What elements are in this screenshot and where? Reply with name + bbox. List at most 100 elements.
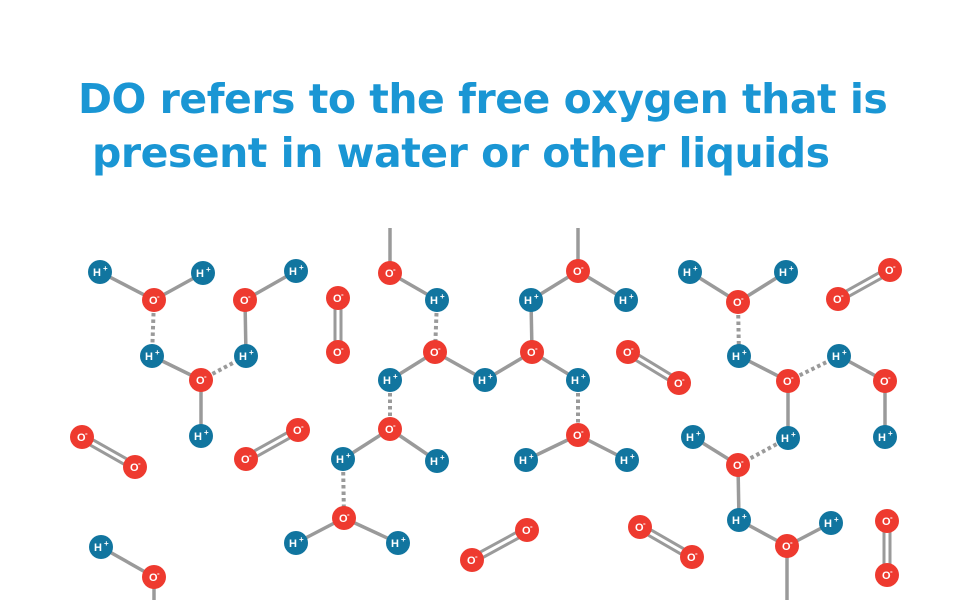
svg-text:O: O xyxy=(130,462,139,474)
svg-text:+: + xyxy=(842,348,847,357)
svg-text:-: - xyxy=(347,510,350,519)
hydrogen-atom: H+ xyxy=(774,260,798,284)
svg-text:+: + xyxy=(440,453,445,462)
svg-text:H: H xyxy=(289,266,297,278)
svg-text:-: - xyxy=(393,421,396,430)
oxygen-atom: O- xyxy=(680,545,704,569)
svg-text:O: O xyxy=(522,525,531,537)
svg-text:-: - xyxy=(530,522,533,531)
svg-text:+: + xyxy=(393,372,398,381)
svg-text:-: - xyxy=(581,427,584,436)
hydrogen-atom: H+ xyxy=(191,261,215,285)
hydrogen-atom: H+ xyxy=(615,448,639,472)
oxygen-atom: O- xyxy=(378,261,402,285)
oxygen-atom: O- xyxy=(566,423,590,447)
svg-text:-: - xyxy=(248,292,251,301)
svg-text:+: + xyxy=(204,428,209,437)
svg-text:O: O xyxy=(430,347,439,359)
svg-text:+: + xyxy=(581,372,586,381)
svg-text:-: - xyxy=(695,549,698,558)
hydrogen-atom: H+ xyxy=(425,449,449,473)
svg-text:-: - xyxy=(741,457,744,466)
oxygen-atom: O- xyxy=(776,369,800,393)
svg-text:+: + xyxy=(791,430,796,439)
hydrogen-atom: H+ xyxy=(873,425,897,449)
hydrogen-atom: H+ xyxy=(425,288,449,312)
oxygen-atom: O- xyxy=(378,417,402,441)
svg-text:H: H xyxy=(686,432,694,444)
svg-text:-: - xyxy=(249,451,252,460)
hydrogen-atom: H+ xyxy=(566,368,590,392)
hydrogen-atom: H+ xyxy=(678,260,702,284)
oxygen-atom: O- xyxy=(873,369,897,393)
svg-text:+: + xyxy=(299,535,304,544)
svg-text:O: O xyxy=(385,424,394,436)
svg-text:H: H xyxy=(289,538,297,550)
svg-text:+: + xyxy=(206,265,211,274)
svg-text:-: - xyxy=(204,372,207,381)
oxygen-atom: O- xyxy=(875,509,899,533)
svg-text:-: - xyxy=(341,290,344,299)
svg-text:-: - xyxy=(791,373,794,382)
oxygen-atom: O- xyxy=(726,290,750,314)
hydrogen-atom: H+ xyxy=(378,368,402,392)
svg-text:H: H xyxy=(732,351,740,363)
svg-text:H: H xyxy=(732,515,740,527)
svg-text:O: O xyxy=(674,378,683,390)
hydrogen-atom: H+ xyxy=(284,531,308,555)
svg-text:H: H xyxy=(430,456,438,468)
svg-text:-: - xyxy=(631,344,634,353)
svg-text:+: + xyxy=(789,264,794,273)
svg-text:+: + xyxy=(249,348,254,357)
oxygen-atom: O- xyxy=(566,259,590,283)
hydrogen-atom: H+ xyxy=(776,426,800,450)
hydrogen-atom: H+ xyxy=(727,344,751,368)
svg-text:+: + xyxy=(834,515,839,524)
svg-text:+: + xyxy=(104,539,109,548)
svg-text:H: H xyxy=(832,351,840,363)
hydrogen-atom: H+ xyxy=(827,344,851,368)
hydrogen-atom: H+ xyxy=(89,535,113,559)
svg-text:O: O xyxy=(333,293,342,305)
svg-text:O: O xyxy=(733,460,742,472)
oxygen-atom: O- xyxy=(423,340,447,364)
svg-text:+: + xyxy=(742,348,747,357)
oxygen-atom: O- xyxy=(460,548,484,572)
svg-text:+: + xyxy=(696,429,701,438)
svg-text:O: O xyxy=(293,425,302,437)
svg-text:-: - xyxy=(157,292,160,301)
svg-text:O: O xyxy=(733,297,742,309)
oxygen-atom: O- xyxy=(667,371,691,395)
svg-text:+: + xyxy=(103,264,108,273)
svg-text:-: - xyxy=(890,513,893,522)
svg-text:O: O xyxy=(882,570,891,582)
oxygen-atom: O- xyxy=(332,506,356,530)
svg-text:O: O xyxy=(149,572,158,584)
svg-text:H: H xyxy=(524,295,532,307)
hydrogen-atom: H+ xyxy=(284,259,308,283)
svg-text:H: H xyxy=(619,295,627,307)
svg-text:H: H xyxy=(391,538,399,550)
svg-text:-: - xyxy=(301,422,304,431)
svg-text:-: - xyxy=(535,344,538,353)
svg-text:O: O xyxy=(527,347,536,359)
svg-text:-: - xyxy=(138,459,141,468)
svg-text:-: - xyxy=(341,344,344,353)
svg-text:H: H xyxy=(239,351,247,363)
svg-text:O: O xyxy=(240,295,249,307)
svg-text:-: - xyxy=(393,265,396,274)
hydrogen-atom: H+ xyxy=(331,447,355,471)
svg-text:O: O xyxy=(149,295,158,307)
svg-text:O: O xyxy=(833,294,842,306)
hydrogen-atom: H+ xyxy=(681,425,705,449)
diagram-title: DO refers to the free oxygen that is pre… xyxy=(0,72,976,180)
hydrogen-atom: H+ xyxy=(819,511,843,535)
svg-text:-: - xyxy=(581,263,584,272)
oxygen-atom: O- xyxy=(234,447,258,471)
svg-text:H: H xyxy=(336,454,344,466)
svg-text:+: + xyxy=(693,264,698,273)
hydrogen-atom: H+ xyxy=(386,531,410,555)
oxygen-atom: O- xyxy=(878,258,902,282)
svg-text:H: H xyxy=(620,455,628,467)
